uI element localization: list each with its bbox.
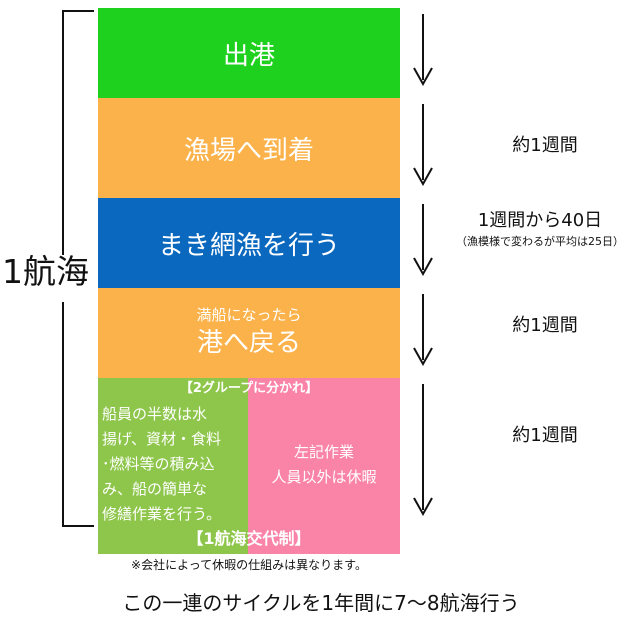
duration-fishing: 1週間から40日 （漁模様で変わるが平均は25日）	[440, 208, 640, 250]
shift-right-line: 人員以外は休暇	[271, 468, 377, 486]
down-arrow-icon	[413, 167, 433, 186]
shift-right-text: 左記作業 人員以外は休暇	[248, 440, 400, 490]
step-departure-label: 出港	[222, 40, 275, 71]
shift-left-text: 船員の半数は水 揚げ、資材・食料 ･燃料等の積み込 み、船の簡単な 修繕作業を行…	[102, 402, 248, 527]
shift-right-line: 左記作業	[293, 443, 354, 461]
down-arrow-icon	[413, 257, 433, 276]
shift-left-line: 船員の半数は水	[102, 405, 208, 423]
shift-left-panel	[98, 378, 248, 554]
duration-fishing-text: 1週間から40日	[477, 210, 603, 231]
duration-fishing-note: （漁模様で変わるが平均は25日）	[456, 235, 624, 248]
voyage-label: 1航海	[2, 252, 89, 291]
step-fishing-label: まき網漁を行う	[157, 230, 340, 261]
down-arrow-icon	[413, 347, 433, 366]
duration-to-fishing-ground: 約1週間	[512, 135, 578, 156]
down-arrow-icon	[413, 497, 433, 516]
step-arrive-fishing-ground: 漁場へ到着	[98, 98, 400, 198]
shift-header: 【2グループに分かれ】	[179, 381, 319, 396]
summary-text: この一連のサイクルを1年間に7～8航海行う	[122, 591, 520, 615]
shift-left-line: 修繕作業を行う。	[102, 505, 222, 523]
duration-return: 約1週間	[512, 315, 578, 336]
step-purse-seine-fishing: まき網漁を行う	[98, 198, 400, 288]
shift-footer: 【1航海交代制】	[187, 529, 311, 548]
step-departure: 出港	[98, 8, 400, 98]
footnote: ※会社によって休暇の仕組みは異なります。	[131, 558, 367, 572]
duration-shift: 約1週間	[512, 425, 578, 446]
step-arrive-label: 漁場へ到着	[183, 135, 314, 166]
shift-left-line: み、船の簡単な	[102, 480, 208, 498]
down-arrow-icon	[413, 67, 433, 86]
step-return-sublabel: 満船になったら	[196, 306, 302, 324]
shift-left-line: ･燃料等の積み込	[102, 455, 215, 473]
step-return-to-port: 満船になったら 港へ戻る	[98, 288, 400, 378]
step-return-label: 港へ戻る	[196, 328, 301, 358]
shift-left-line: 揚げ、資材・食料	[102, 430, 221, 448]
shift-right-panel	[248, 378, 400, 554]
